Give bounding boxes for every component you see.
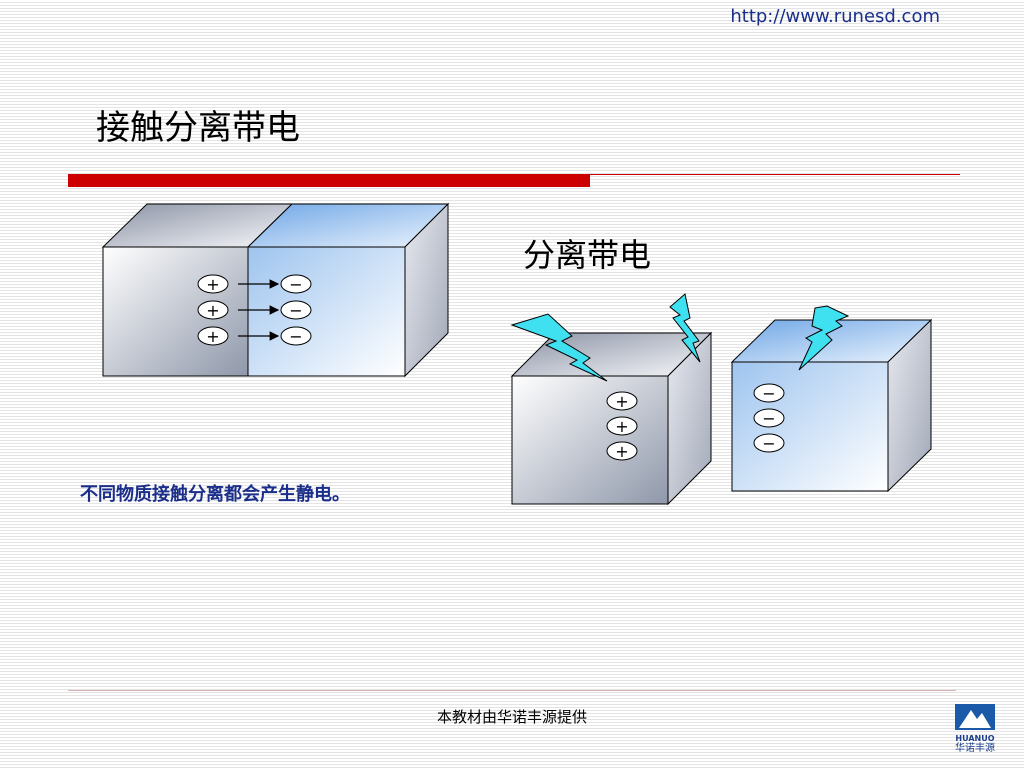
negative-charge-oval [280, 300, 312, 320]
positive-charge-oval [197, 274, 229, 294]
negative-charge-oval [280, 326, 312, 346]
negative-charge: − [762, 434, 775, 453]
title-rule-thick [68, 174, 590, 187]
positive-charge: + [615, 417, 628, 436]
logo-name: HUANUO [955, 734, 995, 743]
logo-mountain-icon [955, 704, 995, 730]
separated-grey-front-face [511, 375, 669, 505]
contact-blocks [101, 202, 450, 378]
positive-charge-oval [197, 300, 229, 320]
positive-charge-oval [197, 326, 229, 346]
positive-charge-oval [606, 441, 638, 461]
charge-group: + − + − + − + − + − + − [197, 274, 785, 461]
positive-charge: + [206, 327, 219, 346]
lightning-bolt-icon [510, 313, 608, 382]
logo-cn-name: 华诺丰源 [955, 743, 995, 754]
positive-charge: + [615, 442, 628, 461]
negative-charge: − [762, 384, 775, 403]
footer-credit: 本教材由华诺丰源提供 [436, 708, 587, 726]
title-rule-thin [590, 174, 960, 175]
footer-divider [68, 690, 956, 691]
positive-charge-oval [606, 416, 638, 436]
lightning-bolt-icon [669, 293, 701, 363]
diagram-caption: 不同物质接触分离都会产生静电。 [80, 484, 350, 505]
site-url[interactable]: http://www.runesd.com [730, 6, 940, 27]
slide-title: 接触分离带电 [96, 108, 300, 148]
negative-charge-oval [753, 433, 785, 453]
negative-charge-oval [280, 274, 312, 294]
company-logo: HUANUO 华诺丰源 [948, 704, 1002, 754]
separated-blue-front-face [731, 361, 889, 492]
negative-charge-oval [753, 383, 785, 403]
diagram-subtitle: 分离带电 [523, 236, 652, 274]
negative-charge: − [762, 409, 775, 428]
negative-charge: − [289, 327, 302, 346]
positive-charge: + [206, 301, 219, 320]
positive-charge: + [206, 275, 219, 294]
negative-charge: − [289, 275, 302, 294]
separated-blue-block [730, 318, 933, 493]
separated-grey-block [510, 331, 713, 506]
positive-charge-oval [606, 391, 638, 411]
negative-charge: − [289, 301, 302, 320]
positive-charge: + [615, 392, 628, 411]
lightning-bolt-icon [798, 305, 850, 371]
negative-charge-oval [753, 408, 785, 428]
blue-block-front-face [247, 246, 406, 377]
